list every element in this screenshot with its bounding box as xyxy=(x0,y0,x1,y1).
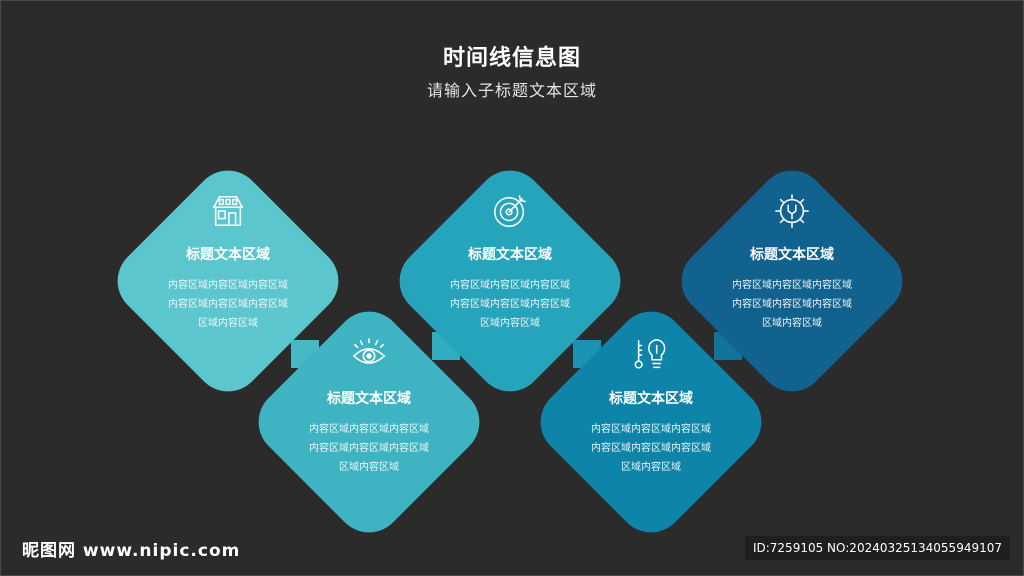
card-body-line: 内容区域内容区域内容区域 xyxy=(309,443,429,454)
timeline-card-4: 标题文本区域 内容区域内容区域内容区域 内容区域内容区域内容区域 区域内容区域 xyxy=(551,336,751,477)
card-title: 标题文本区域 xyxy=(186,247,270,263)
watermark-id: ID:7259105 NO:20240325134055949107 xyxy=(744,536,1010,560)
timeline-card-3: 标题文本区域 内容区域内容区域内容区域 内容区域内容区域内容区域 区域内容区域 xyxy=(410,192,610,333)
card-body-line: 区域内容区域 xyxy=(198,318,258,329)
card-title: 标题文本区域 xyxy=(750,247,834,263)
eye-icon xyxy=(352,338,386,364)
card-body: 内容区域内容区域内容区域 内容区域内容区域内容区域 区域内容区域 xyxy=(551,420,751,477)
card-title: 标题文本区域 xyxy=(609,391,693,407)
card-body-line: 区域内容区域 xyxy=(480,318,540,329)
target-icon xyxy=(494,195,526,227)
page-subtitle: 请输入子标题文本区域 xyxy=(426,81,597,100)
bulb-thermometer-icon xyxy=(634,339,666,369)
card-body-line: 区域内容区域 xyxy=(621,462,681,473)
card-body: 内容区域内容区域内容区域 内容区域内容区域内容区域 区域内容区域 xyxy=(410,276,610,333)
card-body-line: 区域内容区域 xyxy=(762,318,822,329)
card-body: 内容区域内容区域内容区域 内容区域内容区域内容区域 区域内容区域 xyxy=(128,276,328,333)
page-title: 时间线信息图 xyxy=(442,46,581,71)
watermark-site: 昵图网 www.nipic.com xyxy=(22,541,241,561)
card-body-line: 内容区域内容区域内容区域 xyxy=(168,280,288,291)
gear-wrench-icon xyxy=(775,194,809,228)
house-icon xyxy=(212,195,244,227)
card-title: 标题文本区域 xyxy=(327,391,411,407)
card-body-line: 内容区域内容区域内容区域 xyxy=(591,424,711,435)
card-body-line: 内容区域内容区域内容区域 xyxy=(591,443,711,454)
timeline-card-5: 标题文本区域 内容区域内容区域内容区域 内容区域内容区域内容区域 区域内容区域 xyxy=(692,192,892,333)
card-body-line: 内容区域内容区域内容区域 xyxy=(732,280,852,291)
card-body-line: 内容区域内容区域内容区域 xyxy=(309,424,429,435)
card-title: 标题文本区域 xyxy=(468,247,552,263)
card-body-line: 内容区域内容区域内容区域 xyxy=(168,299,288,310)
card-body-line: 内容区域内容区域内容区域 xyxy=(450,280,570,291)
timeline-card-2: 标题文本区域 内容区域内容区域内容区域 内容区域内容区域内容区域 区域内容区域 xyxy=(269,336,469,477)
card-body-line: 内容区域内容区域内容区域 xyxy=(732,299,852,310)
card-body-line: 区域内容区域 xyxy=(339,462,399,473)
card-body: 内容区域内容区域内容区域 内容区域内容区域内容区域 区域内容区域 xyxy=(692,276,892,333)
timeline-card-1: 标题文本区域 内容区域内容区域内容区域 内容区域内容区域内容区域 区域内容区域 xyxy=(128,192,328,333)
card-body: 内容区域内容区域内容区域 内容区域内容区域内容区域 区域内容区域 xyxy=(269,420,469,477)
card-body-line: 内容区域内容区域内容区域 xyxy=(450,299,570,310)
